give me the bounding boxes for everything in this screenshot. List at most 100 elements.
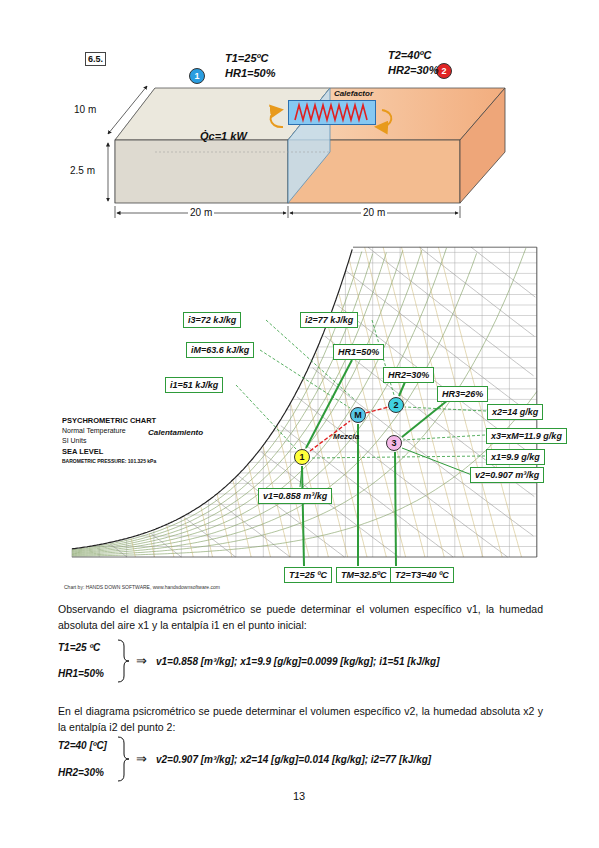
text-label: SEA LEVEL [62,447,103,456]
section-number-box: 6.5. [85,52,106,66]
chart-line [72,248,526,555]
coil-zigzag [295,105,367,120]
value-callout-box: v2=0.907 m³/kg [470,467,544,483]
value-callout-box: v1=0.858 m³/kg [258,488,332,504]
text-label: Normal Temperature [62,426,126,435]
dimension-label: 10 m [72,104,98,115]
paragraph: En el diagrama psicrométrico se puede de… [58,703,543,735]
chart-line [349,260,425,557]
point-number: 2 [393,400,398,410]
state-point-circle: M [350,407,366,423]
chart-line [149,533,154,557]
chart-line [331,315,537,316]
chart-line [72,253,387,552]
value-callout-box: TM=32.5ºC [336,567,392,583]
heater-box: Calefactor [288,100,376,125]
chart-line [471,247,535,297]
chart-line [203,504,537,505]
chart-line [454,247,455,557]
chart-line [72,250,403,552]
chart-line [167,526,174,558]
chart-line [72,252,362,550]
node-text: v2=0.907 m³/kg [475,470,539,480]
chart-line [72,248,447,554]
chart-line [72,250,422,553]
mixing-line [366,407,388,413]
text-label: HR2=30% [388,64,438,76]
chart-line [438,247,521,557]
node-text: x2=14 g/kg [492,407,538,417]
chart-line [72,247,537,557]
text-label: 13 [293,790,305,802]
chart-line [298,388,537,389]
text-label: ⇒ [136,654,147,668]
value-callout-box: HR2=30% [383,367,434,383]
node-text: HR3=26% [442,389,483,399]
chart-line [261,452,398,557]
chart-line [233,481,251,557]
node-text: x1=9.9 g/kg [491,452,540,462]
value-callout-box: x3=xM=11.9 g/kg [486,428,567,444]
text-label: HR1=50% [58,667,104,680]
node-text: i2=77 kJ/kg [305,315,353,325]
chart-line [186,515,537,516]
chart-line [131,539,135,557]
chart-line [184,518,193,557]
chart-line [365,247,445,557]
text-label: Chart by: HANDS DOWN SOFTWARE, www.hands… [64,584,220,590]
chart-line [291,405,328,557]
state-point-circle: 3 [386,435,402,451]
dimension-label: 20 m [361,207,387,218]
node-text: v1=0.858 m³/kg [263,491,327,501]
chart-line [304,378,348,557]
text-label: v1=0.858 [m³/kg]; x1=9.9 [g/kg]=0.0099 [… [156,655,439,668]
state-point-circle: 1 [189,68,205,84]
chart-line [201,507,213,557]
psychrometric-grid [72,247,537,557]
point-number: M [354,410,362,420]
node-text: T1=25 ºC [289,570,327,580]
text-label: T2=40 [ºC] [58,739,107,752]
chart-line [72,249,352,549]
text-label: T2=40ºC [388,49,431,61]
chart-line [110,544,127,557]
chart-line [509,247,510,557]
chart-line [229,483,536,484]
text-label: HR1=50% [225,67,275,79]
node-text: Calefactor [334,89,373,99]
node-text: i3=72 kJ/kg [188,315,236,325]
chart-line [165,525,537,526]
text-label: ⇒ [136,752,147,766]
value-callout-box: i2=77 kJ/kg [300,312,358,328]
room-illustration [108,86,505,218]
value-callout-box: T1=25 ºC [284,567,332,583]
state-point-circle: 1 [294,449,310,465]
chart-line [249,465,271,557]
text-label: BAROMETRIC PRESSURE: 101.325 kPa [62,458,156,465]
text-label: PSYCHROMETRIC CHART [62,416,156,425]
node-text: T2=T3=40 ºC [395,570,449,580]
text-label: Q̇c=1 kW [200,130,247,142]
node-text: x3=xM=11.9 g/kg [491,431,562,441]
node-text: iM=63.6 kJ/kg [191,345,249,355]
chart-line [217,494,232,557]
value-callout-box: i3=72 kJ/kg [183,312,241,328]
state-point-circle: 2 [388,397,404,413]
chart-line [151,533,182,557]
chart-line [368,247,534,376]
node-text: HR2=30% [388,370,429,380]
chart-line [402,247,483,557]
value-callout-box: i1=51 kJ/kg [165,377,223,393]
value-callout-box: x1=9.9 g/kg [486,449,545,465]
chart-line [215,499,290,557]
chart-line [482,247,483,557]
dimension-label: 2.5 m [68,165,97,176]
chart-line [342,283,537,284]
point-number: 1 [299,452,304,462]
value-callout-box: HR3=26% [437,386,488,402]
text-label: Calentamiento [148,428,203,438]
chart-line [351,252,536,253]
point-number: 2 [441,66,446,76]
